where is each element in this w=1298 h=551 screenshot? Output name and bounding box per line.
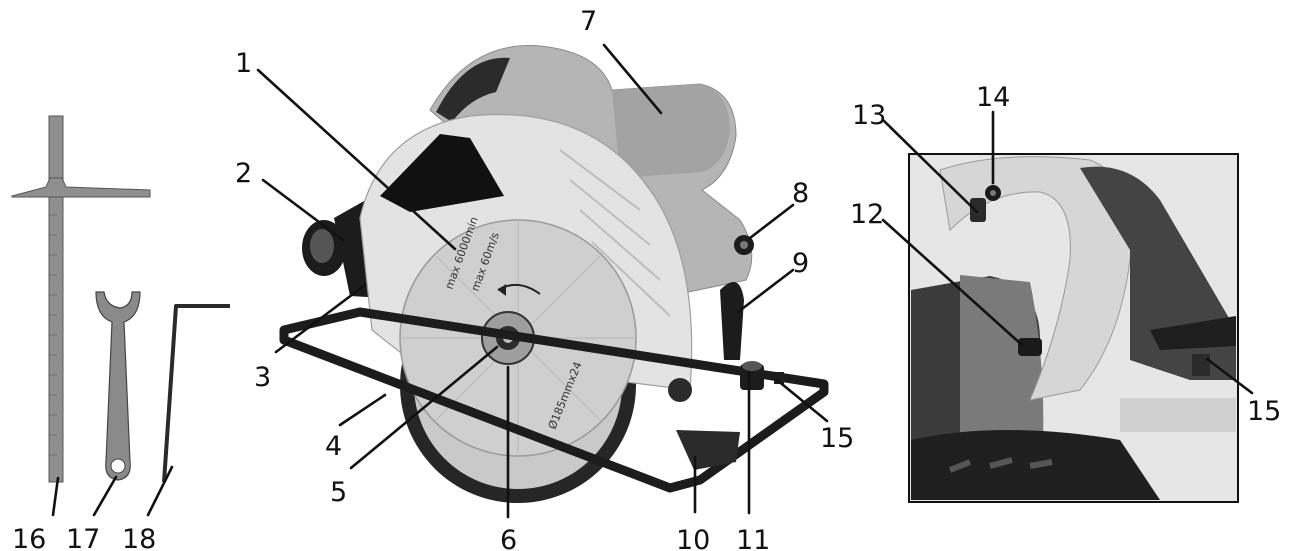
- circular-saw-image: max 6000min max 60m/s Ø185mmx24: [279, 45, 829, 503]
- callout-16: 16: [12, 524, 46, 551]
- callout-13: 13: [852, 100, 886, 131]
- callout-8: 8: [792, 178, 809, 209]
- callout-1: 1: [235, 48, 252, 79]
- callout-3: 3: [254, 362, 271, 393]
- parallel-guide: [11, 115, 151, 483]
- callout-15-inset: 15: [1247, 396, 1281, 427]
- callout-7: 7: [580, 6, 597, 37]
- handle-detail-inset: [908, 153, 1239, 503]
- callout-2: 2: [235, 158, 252, 189]
- callout-18: 18: [122, 524, 156, 551]
- callout-5: 5: [330, 477, 347, 508]
- callout-15-saw: 15: [820, 423, 854, 454]
- callout-11: 11: [736, 525, 770, 551]
- leader-lines: [51, 43, 1254, 519]
- callout-14: 14: [976, 82, 1010, 113]
- callout-12: 12: [850, 199, 884, 230]
- spanner-wrench: [95, 291, 141, 481]
- callout-6: 6: [500, 525, 517, 551]
- callout-4: 4: [325, 431, 342, 462]
- callout-numbers: 1 2 3 4 5 6 7 8 9 10 11 12 13 14 15 15 1…: [12, 6, 1281, 551]
- callout-17: 17: [66, 524, 100, 551]
- hex-key: [162, 304, 230, 483]
- callout-9: 9: [792, 248, 809, 279]
- callout-10: 10: [676, 525, 710, 551]
